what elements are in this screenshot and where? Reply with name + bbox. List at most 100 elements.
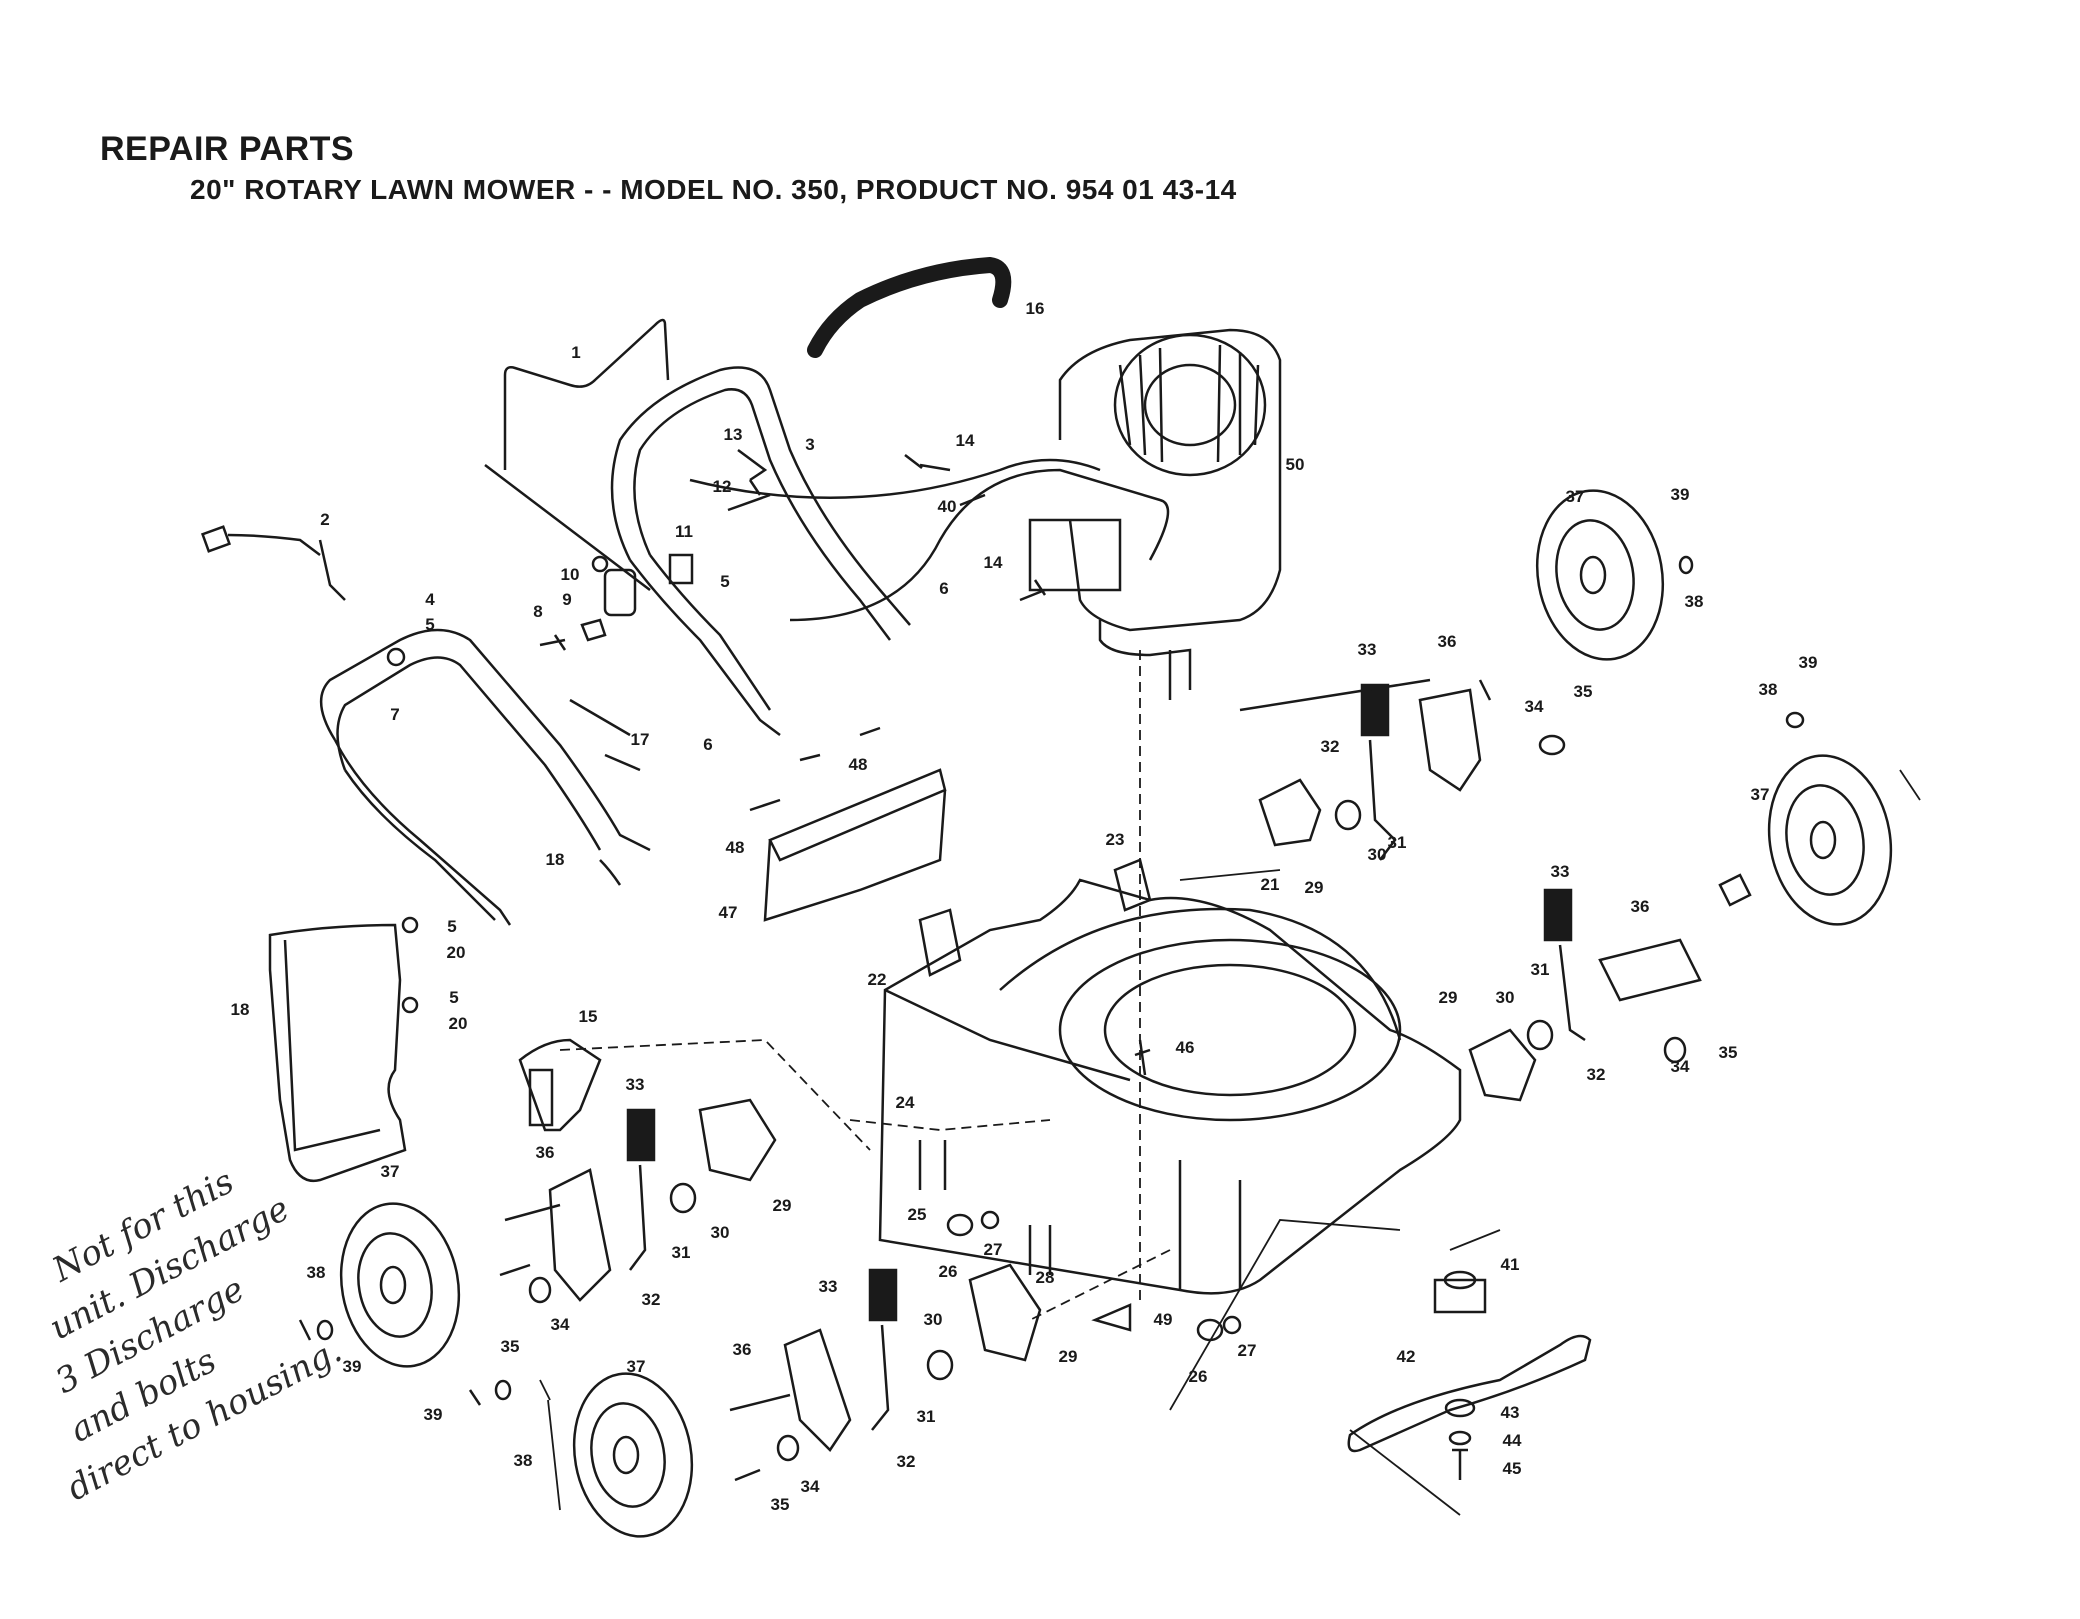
wheel-front-left xyxy=(339,1202,461,1368)
callout-35c: 35 xyxy=(501,1337,520,1356)
callout-27b: 27 xyxy=(1238,1341,1257,1360)
callout-18a: 18 xyxy=(546,850,565,869)
callout-5a: 5 xyxy=(425,615,434,634)
callout-40: 40 xyxy=(938,497,957,516)
callout-34c: 34 xyxy=(551,1315,570,1334)
callout-43: 43 xyxy=(1501,1403,1520,1422)
callout-37b: 37 xyxy=(1751,785,1770,804)
callout-1: 1 xyxy=(571,343,580,362)
callout-31a: 31 xyxy=(1388,833,1407,852)
callout-21: 21 xyxy=(1261,875,1280,894)
callout-35d: 35 xyxy=(771,1495,790,1514)
front-bracket xyxy=(763,768,1152,977)
callout-28: 28 xyxy=(1036,1268,1055,1287)
callout-14b: 14 xyxy=(984,553,1003,572)
callout-3: 3 xyxy=(805,435,814,454)
callout-2: 2 xyxy=(320,510,329,529)
page-heading: REPAIR PARTS xyxy=(100,130,355,168)
callout-26a: 26 xyxy=(939,1262,958,1281)
blade-assembly xyxy=(1347,1270,1592,1480)
callout-10: 10 xyxy=(561,565,580,584)
callout-29d: 29 xyxy=(1059,1347,1078,1366)
callout-32b: 32 xyxy=(1587,1065,1606,1084)
callout-29a: 29 xyxy=(1305,878,1324,897)
callout-36a: 36 xyxy=(1438,632,1457,651)
wheel-front-right xyxy=(1535,489,1665,661)
callout-39d: 39 xyxy=(424,1405,443,1424)
callout-38c: 38 xyxy=(307,1263,326,1282)
lower-handle xyxy=(319,628,651,926)
discharge-door xyxy=(518,1038,602,1132)
callout-5b: 5 xyxy=(720,572,729,591)
wheel-rear-left xyxy=(572,1372,694,1538)
callout-32c: 32 xyxy=(642,1290,661,1309)
callout-34a: 34 xyxy=(1525,697,1544,716)
callout-46: 46 xyxy=(1176,1038,1195,1057)
callout-35b: 35 xyxy=(1719,1043,1738,1062)
callout-30d: 30 xyxy=(924,1310,943,1329)
callout-7: 7 xyxy=(390,705,399,724)
callout-33c: 33 xyxy=(626,1075,645,1094)
callout-33d: 33 xyxy=(819,1277,838,1296)
height-adjuster-right-rear xyxy=(1468,888,1702,1102)
callout-5d: 5 xyxy=(449,988,458,1007)
callout-11: 11 xyxy=(675,522,693,541)
callout-6a: 6 xyxy=(939,579,948,598)
callout-31d: 31 xyxy=(917,1407,936,1426)
callout-42: 42 xyxy=(1397,1347,1416,1366)
callout-18b: 18 xyxy=(231,1000,250,1019)
part-callouts: 1 2 3 4 5 5 5 5 6 6 7 8 9 10 11 12 13 14… xyxy=(231,299,1818,1514)
callout-48a: 48 xyxy=(849,755,868,774)
handle-grip xyxy=(807,256,1012,358)
callout-39a: 39 xyxy=(1671,485,1690,504)
callout-31b: 31 xyxy=(1531,960,1550,979)
callout-29c: 29 xyxy=(773,1196,792,1215)
leader-lines xyxy=(559,650,1171,1321)
callout-15: 15 xyxy=(579,1007,598,1026)
small-hardware xyxy=(298,448,1805,1406)
callout-37a: 37 xyxy=(1566,487,1585,506)
callout-34b: 34 xyxy=(1671,1057,1690,1076)
callout-17: 17 xyxy=(631,730,650,749)
callout-13: 13 xyxy=(724,425,743,444)
callout-12: 12 xyxy=(713,477,732,496)
callout-26b: 26 xyxy=(1189,1367,1208,1386)
engine-cable xyxy=(789,468,1170,622)
callout-31c: 31 xyxy=(672,1243,691,1262)
callout-14a: 14 xyxy=(956,431,975,450)
callout-29b: 29 xyxy=(1439,988,1458,1007)
callout-38d: 38 xyxy=(514,1451,533,1470)
callout-6b: 6 xyxy=(703,735,712,754)
callout-30a: 30 xyxy=(1368,845,1387,864)
callout-20a: 20 xyxy=(447,943,466,962)
callout-36b: 36 xyxy=(1631,897,1650,916)
callout-27a: 27 xyxy=(984,1240,1003,1259)
page-subheading: 20" ROTARY LAWN MOWER - - MODEL NO. 350,… xyxy=(190,174,1237,205)
callout-34d: 34 xyxy=(801,1477,820,1496)
callout-4: 4 xyxy=(425,590,435,609)
callout-20b: 20 xyxy=(449,1014,468,1033)
callout-5c: 5 xyxy=(447,917,456,936)
callout-22: 22 xyxy=(868,970,887,989)
callout-36d: 36 xyxy=(733,1340,752,1359)
callout-39b: 39 xyxy=(1799,653,1818,672)
callout-37d: 37 xyxy=(627,1357,646,1376)
callout-23: 23 xyxy=(1106,830,1125,849)
callout-33b: 33 xyxy=(1551,862,1570,881)
callout-16: 16 xyxy=(1026,299,1045,318)
height-adjuster-left-rear xyxy=(783,1263,1042,1452)
callout-49: 49 xyxy=(1154,1310,1173,1329)
callout-33a: 33 xyxy=(1358,640,1377,659)
callout-38a: 38 xyxy=(1685,592,1704,611)
rear-shield xyxy=(268,923,407,1183)
callout-45: 45 xyxy=(1503,1459,1522,1478)
callout-41: 41 xyxy=(1501,1255,1520,1274)
handwritten-note: Not for this unit. Discharge 3 Discharge… xyxy=(43,1162,348,1509)
chute-cover xyxy=(1091,1303,1132,1332)
callout-8: 8 xyxy=(533,602,542,621)
height-adjuster-right-front xyxy=(1258,683,1482,861)
callout-24: 24 xyxy=(896,1093,915,1112)
callout-50: 50 xyxy=(1286,455,1305,474)
mower-deck xyxy=(878,878,1462,1295)
